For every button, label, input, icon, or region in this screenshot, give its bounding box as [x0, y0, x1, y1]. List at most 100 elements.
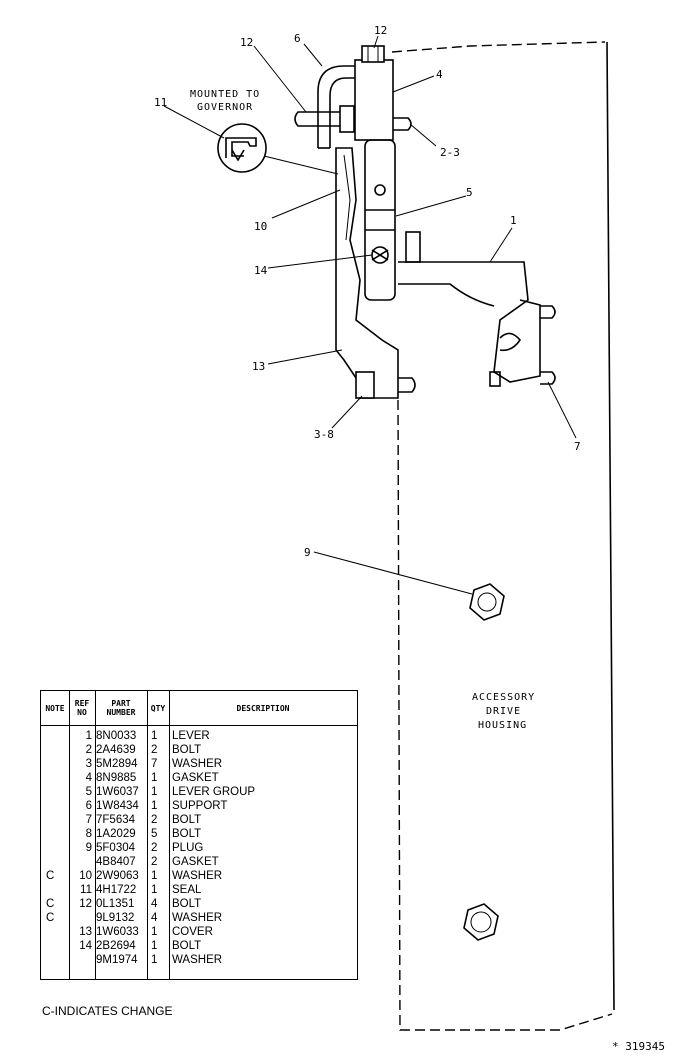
- row-ref: 8: [85, 828, 92, 840]
- row-ref: 6: [85, 800, 92, 812]
- row-qty: 1: [151, 730, 158, 742]
- header-description: DESCRIPTION: [236, 703, 290, 713]
- row-ref: 5: [85, 786, 92, 798]
- header-qty: QTY: [150, 703, 166, 713]
- row-ref: 14: [79, 940, 92, 952]
- callout-9: 9: [304, 546, 311, 559]
- table-row: 8 1A2029 5 BOLT: [41, 827, 357, 841]
- row-description: BOLT: [172, 940, 202, 952]
- accessory-drive-housing: [391, 41, 615, 1031]
- parts-table: NOTE REF NO PART NUMBER QTY DESCRIPTION …: [40, 690, 358, 980]
- header-note: NOTE: [45, 703, 65, 713]
- row-description: BOLT: [172, 814, 202, 826]
- table-row: 1 8N0033 1 LEVER: [41, 729, 357, 743]
- row-qty: 1: [151, 870, 158, 882]
- header-ref-line2: NO: [77, 708, 87, 717]
- row-description: SEAL: [172, 884, 202, 896]
- header-ref-no: REF NO: [69, 691, 95, 725]
- callout-10: 10: [254, 220, 267, 233]
- row-part-number: 7F5634: [96, 814, 136, 826]
- row-part-number: 1W6037: [96, 786, 139, 798]
- row-part-number: 2A4639: [96, 744, 136, 756]
- header-part-line1: PART: [111, 699, 131, 708]
- mounted-note-line2: GOVERNOR: [197, 102, 253, 113]
- housing-label-line2: DRIVE: [486, 706, 521, 717]
- row-description: WASHER: [172, 912, 223, 924]
- table-row: 6 1W8434 1 SUPPORT: [41, 799, 357, 813]
- table-row: 5 1W6037 1 LEVER GROUP: [41, 785, 357, 799]
- row-part-number: 1A2029: [96, 828, 136, 840]
- row-part-number: 5M2894: [96, 758, 138, 770]
- header-ref-line1: REF: [74, 699, 90, 708]
- row-description: SUPPORT: [172, 800, 228, 812]
- column-divider: [69, 691, 70, 979]
- plug-top: [469, 583, 505, 621]
- row-description: WASHER: [172, 870, 223, 882]
- row-qty: 1: [151, 884, 158, 896]
- top-mounting-block: [294, 45, 412, 141]
- housing-label-line3: HOUSING: [478, 720, 527, 731]
- support-bracket: [317, 65, 358, 149]
- row-ref: 4: [85, 772, 92, 784]
- table-row: 4 8N9885 1 GASKET: [41, 771, 357, 785]
- header-part-line2: NUMBER: [106, 708, 136, 717]
- callout-13: 13: [252, 360, 265, 373]
- row-description: COVER: [172, 926, 213, 938]
- callout-4: 4: [436, 68, 443, 81]
- row-description: WASHER: [172, 758, 223, 770]
- row-ref: 9: [85, 842, 92, 854]
- row-description: GASKET: [172, 856, 219, 868]
- row-part-number: 1W8434: [96, 800, 139, 812]
- table-row: 2 2A4639 2 BOLT: [41, 743, 357, 757]
- housing-label-line1: ACCESSORY: [472, 692, 535, 703]
- change-footnote: C-INDICATES CHANGE: [42, 1004, 173, 1018]
- row-ref: 11: [80, 884, 92, 896]
- row-description: LEVER GROUP: [172, 786, 256, 798]
- lever-arm: [398, 231, 556, 387]
- plug-bottom: [463, 903, 499, 941]
- drawing-number: * 319345: [612, 1040, 665, 1053]
- row-qty: 1: [151, 786, 158, 798]
- cover-plate: [335, 147, 399, 399]
- row-ref: 2: [85, 744, 92, 756]
- row-description: BOLT: [172, 744, 202, 756]
- column-divider: [147, 691, 148, 979]
- row-qty: 5: [151, 828, 158, 840]
- row-qty: 2: [151, 856, 158, 868]
- table-header: NOTE REF NO PART NUMBER QTY DESCRIPTION: [41, 691, 357, 726]
- row-ref: 1: [85, 730, 92, 742]
- row-qty: 1: [151, 772, 158, 784]
- row-part-number: 9L9132: [96, 912, 135, 924]
- row-part-number: 8N9885: [96, 772, 137, 784]
- row-description: GASKET: [172, 772, 219, 784]
- row-qty: 1: [151, 926, 158, 938]
- row-description: PLUG: [172, 842, 204, 854]
- row-part-number: 8N0033: [96, 730, 137, 742]
- row-qty: 7: [151, 758, 158, 770]
- row-qty: 4: [151, 898, 158, 910]
- callout-7: 7: [574, 440, 581, 453]
- row-description: LEVER: [172, 730, 210, 742]
- header-part-number: PART NUMBER: [95, 691, 147, 725]
- row-qty: 2: [151, 814, 158, 826]
- row-description: WASHER: [172, 954, 223, 966]
- row-qty: 2: [151, 842, 158, 854]
- row-description: BOLT: [172, 828, 202, 840]
- row-note: C: [46, 898, 55, 910]
- row-qty: 1: [151, 940, 158, 952]
- row-ref: 3: [85, 758, 92, 770]
- callout-2-3: 2-3: [440, 146, 460, 159]
- lever-group-body: [364, 139, 396, 301]
- leader-lines: [163, 35, 577, 595]
- callout-5: 5: [466, 186, 473, 199]
- row-ref: 13: [79, 926, 92, 938]
- row-ref: 12: [79, 898, 92, 910]
- row-qty: 1: [151, 800, 158, 812]
- row-qty: 2: [151, 744, 158, 756]
